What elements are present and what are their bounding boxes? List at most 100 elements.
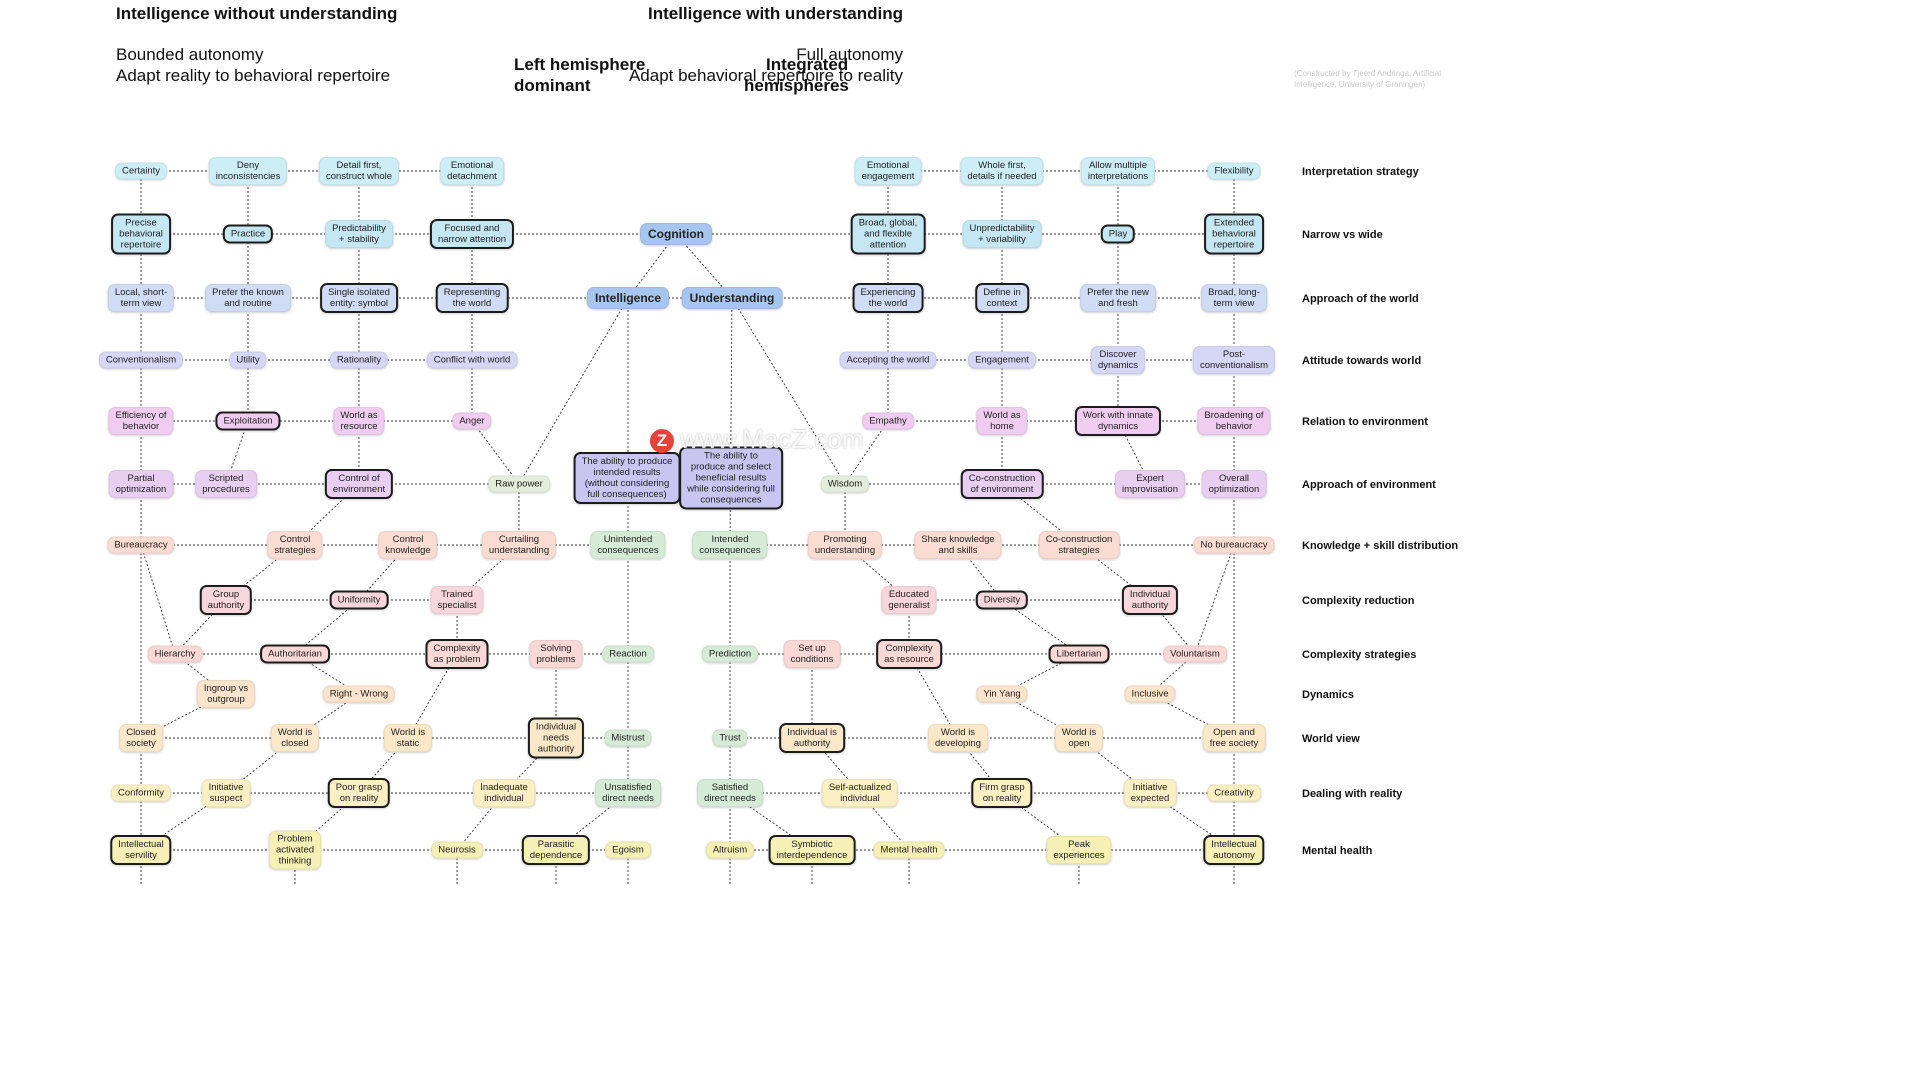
node-shareknow: Share knowledge and skills	[914, 531, 1002, 559]
node-parasitic: Parasitic dependence	[521, 835, 591, 865]
node-deny: Deny inconsistencies	[208, 157, 288, 185]
node-initsuspect: Initiative suspect	[201, 779, 251, 807]
node-nobureau: No bureaucracy	[1193, 536, 1275, 554]
row-label: Approach of the world	[1302, 293, 1419, 305]
node-indneeds: Individual needs authority	[527, 717, 585, 759]
right-title: Intelligence with understanding	[647, 4, 903, 23]
node-abilityL: The ability to produce intended results …	[573, 452, 681, 504]
node-focused: Focused and narrow attention	[429, 219, 515, 249]
node-intended: Intended consequences	[692, 531, 768, 559]
integrated-label-1: Integrated	[766, 55, 849, 74]
node-promoting: Promoting understanding	[807, 531, 883, 559]
node-controlstrat: Control strategies	[267, 531, 323, 559]
node-initexpected: Initiative expected	[1123, 779, 1177, 807]
node-rawpower: Raw power	[488, 475, 550, 493]
node-broad: Broad, global, and flexible attention	[850, 213, 926, 255]
node-detailfirst: Detail first, construct whole	[318, 157, 400, 185]
node-unintended: Unintended consequences	[590, 531, 666, 559]
node-preferknown: Prefer the known and routine	[205, 284, 291, 312]
node-emodetach: Emotional detachment	[440, 157, 504, 185]
node-worlddev: World is developing	[928, 724, 988, 752]
node-intelligence: Intelligence	[586, 287, 670, 309]
row-label: Dynamics	[1302, 689, 1354, 701]
node-trained: Trained specialist	[430, 586, 484, 614]
node-emoengage: Emotional engagement	[854, 157, 922, 185]
node-indisauth: Individual is authority	[779, 723, 845, 753]
node-wisdom: Wisdom	[820, 475, 870, 493]
node-authoritarian: Authoritarian	[260, 644, 330, 664]
node-understanding: Understanding	[681, 287, 783, 309]
node-trust: Trust	[712, 729, 748, 747]
node-worldopen: World is open	[1054, 724, 1104, 752]
node-yinyang: Yin Yang	[976, 685, 1028, 703]
node-worldresource: World as resource	[333, 407, 385, 435]
row-label: Interpretation strategy	[1302, 166, 1419, 178]
node-precise: Precise behavioral repertoire	[111, 213, 171, 255]
row-label: World view	[1302, 733, 1360, 745]
node-play: Play	[1100, 224, 1136, 244]
node-scripted: Scripted procedures	[195, 470, 257, 498]
node-efficiency: Efficiency of behavior	[108, 407, 174, 435]
node-worldclosed: World is closed	[270, 724, 320, 752]
node-hierarchy: Hierarchy	[147, 645, 203, 663]
edge-nobureau-voluntarism	[1194, 544, 1235, 655]
watermark-text: www.MacZ.com	[680, 424, 864, 454]
left-title: Intelligence without understanding	[116, 4, 398, 23]
left-subtitle-1: Bounded autonomy	[116, 45, 264, 64]
node-egoism: Egoism	[605, 841, 651, 859]
node-predict: Predictability + stability	[325, 220, 393, 248]
node-worldstatic: World is static	[383, 724, 433, 752]
row-label: Mental health	[1302, 845, 1373, 857]
node-closedsoc: Closed society	[119, 724, 163, 752]
node-bureaucracy: Bureaucracy	[107, 536, 175, 554]
right-subtitle-1: Full autonomy	[796, 45, 903, 64]
node-partial: Partial optimization	[108, 470, 174, 498]
node-workinnate: Work with innate dynamics	[1074, 406, 1162, 436]
credit-note: (Constructed by Tjeerd Andringa, Artific…	[1294, 69, 1442, 89]
node-empathy: Empathy	[862, 412, 914, 430]
node-setup: Set up conditions	[783, 640, 841, 668]
node-uniformity: Uniformity	[329, 590, 389, 610]
node-conformity: Conformity	[111, 784, 171, 802]
node-selfactual: Self-actualized individual	[821, 779, 899, 807]
node-inclusive: Inclusive	[1124, 685, 1176, 703]
node-complexresource: Complexity as resource	[876, 639, 942, 669]
node-utility: Utility	[229, 351, 267, 369]
node-overall: Overall optimization	[1201, 470, 1267, 498]
row-label: Dealing with reality	[1302, 788, 1403, 800]
node-educated: Educated generalist	[881, 586, 937, 614]
row-label: Approach of environment	[1302, 479, 1436, 491]
node-mistrust: Mistrust	[604, 729, 652, 747]
node-reaction: Reaction	[602, 645, 654, 663]
node-neurosis: Neurosis	[431, 841, 483, 859]
node-conventionalism: Conventionalism	[98, 351, 184, 369]
node-symbiotic: Symbiotic interdependence	[768, 835, 856, 865]
node-creativity: Creativity	[1207, 784, 1261, 802]
node-abilityR: The ability to produce and select benefi…	[679, 446, 783, 510]
node-engagement: Engagement	[968, 351, 1036, 369]
node-indauth: Individual authority	[1121, 585, 1179, 615]
node-inadequate: Inadequate individual	[473, 779, 535, 807]
node-extended: Extended behavioral repertoire	[1204, 213, 1264, 255]
node-broadlong: Broad, long- term view	[1201, 284, 1267, 312]
node-satisfied: Satisfied direct needs	[697, 779, 763, 807]
node-libertarian: Libertarian	[1048, 644, 1110, 664]
node-postconv: Post- conventionalism	[1192, 346, 1276, 374]
node-cognition: Cognition	[640, 223, 712, 245]
node-certainty: Certainty	[114, 162, 168, 180]
node-ingroup: Ingroup vs outgroup	[196, 680, 256, 708]
node-altruism: Altruism	[705, 841, 755, 859]
node-costrat: Co-construction strategies	[1038, 531, 1120, 559]
node-rightwrong: Right - Wrong	[322, 685, 396, 703]
node-intservility: Intellectual servility	[110, 835, 172, 865]
node-coconstruction: Co-construction of environment	[960, 469, 1044, 499]
node-prediction: Prediction	[701, 645, 759, 663]
watermark-logo-icon: Z	[650, 429, 674, 454]
node-single: Single isolated entity: symbol	[320, 283, 398, 313]
node-allowmulti: Allow multiple interpretations	[1080, 157, 1156, 185]
row-label: Relation to environment	[1302, 416, 1428, 428]
edge-bureaucracy-hierarchy	[140, 544, 176, 655]
node-representing: Representing the world	[435, 283, 509, 313]
node-poorgrasp: Poor grasp on reality	[327, 778, 391, 808]
diagram-canvas: Intelligence without understanding Bound…	[98, 4, 1459, 884]
